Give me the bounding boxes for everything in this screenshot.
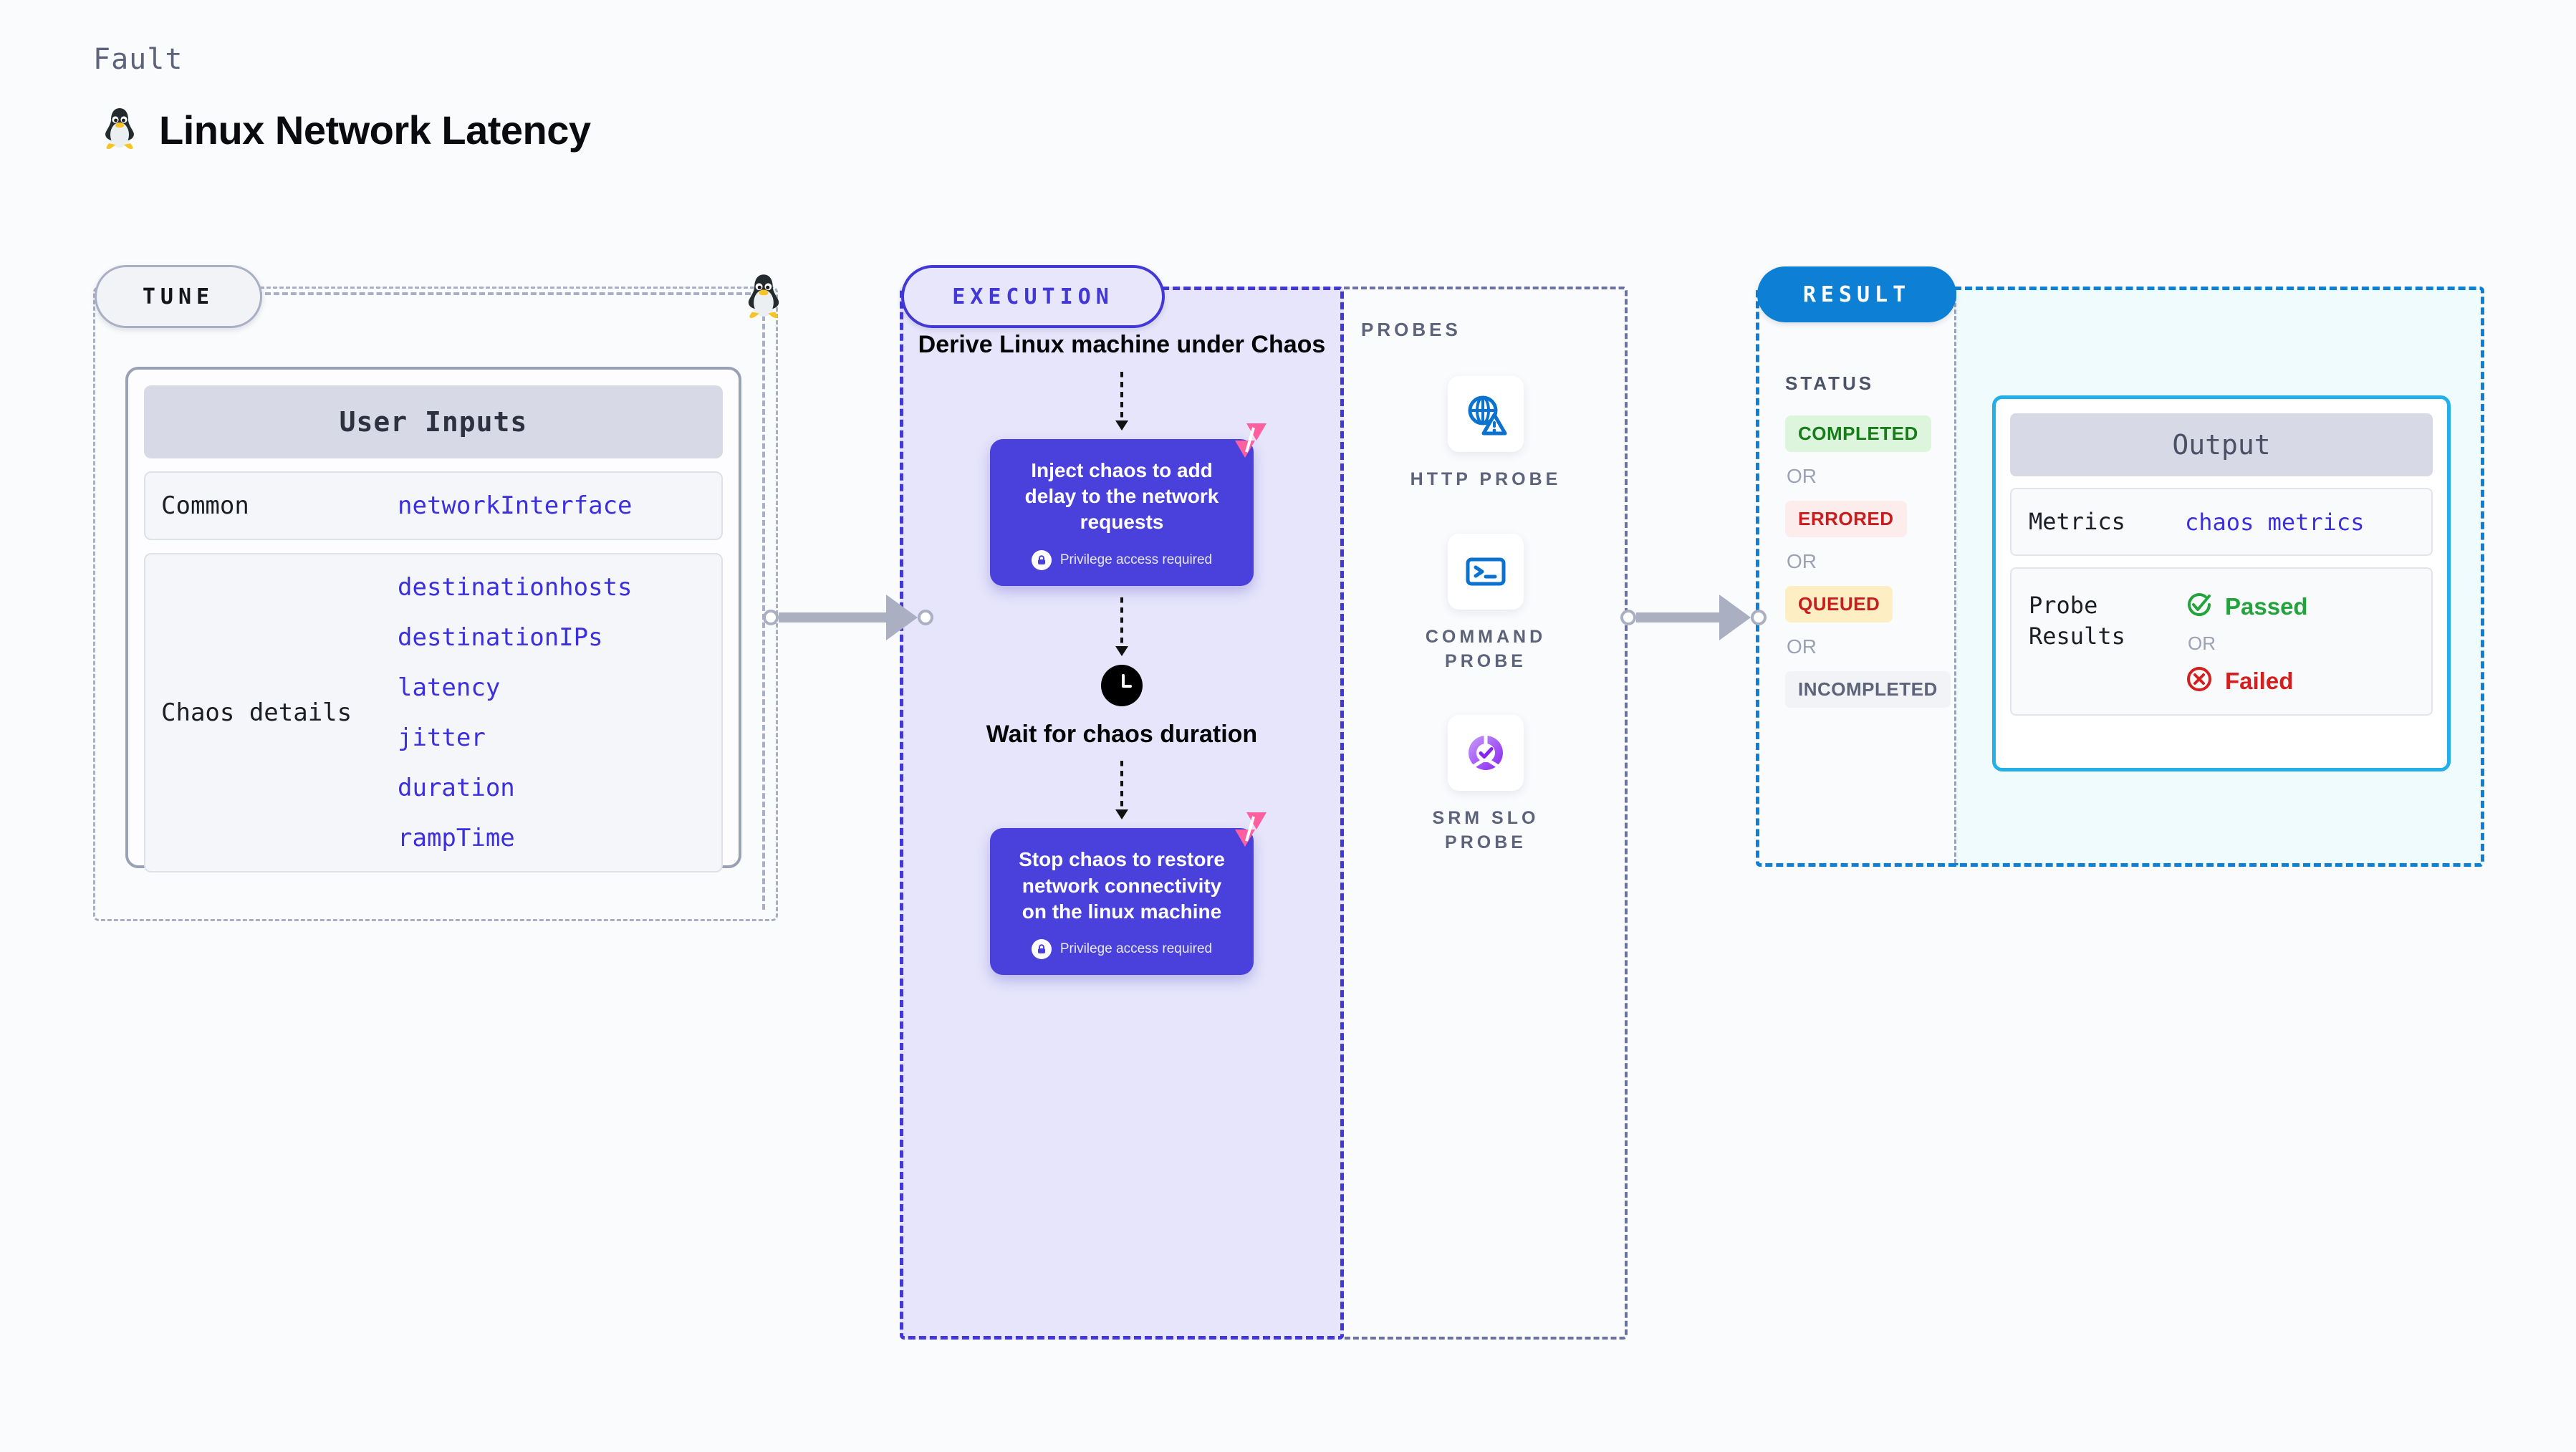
tune-section [93,287,778,921]
flow-arrow-2 [1120,597,1123,653]
connector-bar [1636,612,1721,622]
page-title-row: Linux Network Latency [100,106,591,154]
probe-command[interactable]: COMMAND PROBE [1393,533,1579,674]
connector-arrowhead [1719,595,1751,640]
status-or: OR [1787,550,1817,572]
status-badge-incompleted: INCOMPLETED [1785,671,1951,708]
output-row-value: chaos metrics [2185,508,2365,536]
connector-tune-to-execution [763,595,933,640]
stop-privilege-note: Privilege access required [1007,939,1236,960]
inject-chaos-text: Inject chaos to add delay to the network… [1024,458,1219,534]
probe-srm-slo[interactable]: SRM SLO PROBE [1393,715,1579,855]
status-badge-queued: QUEUED [1785,586,1893,622]
tune-connector-dash [256,292,751,295]
check-circle-icon [2185,590,2214,622]
lock-icon [1031,939,1052,960]
wait-step-title: Wait for chaos duration [986,720,1258,748]
globe-warning-icon [1447,376,1524,452]
stop-chaos-card[interactable]: Stop chaos to restore network connectivi… [990,812,1267,976]
probe-result-values: Passed OR Failed [2185,590,2308,697]
probe-result-failed: Failed [2185,665,2308,697]
probe-result-passed: Passed [2185,590,2308,622]
connector-dot [918,610,933,625]
tune-value: destinationIPs [398,623,603,652]
output-row-metrics: Metrics chaos metrics [2010,488,2433,557]
tune-value: networkInterface [398,491,633,520]
probes-label: PROBES [1361,319,1461,340]
tune-value: jitter [398,723,486,752]
tune-value: latency [398,673,501,702]
connector-dot [763,610,779,625]
inject-privilege-text: Privilege access required [1059,552,1213,567]
execution-badge[interactable]: EXECUTION [901,265,1165,328]
tune-value: rampTime [398,824,515,852]
probe-result-or: OR [2188,633,2216,655]
output-card: Output Metrics chaos metrics Probe Resul… [1992,395,2451,771]
output-row-key: Probe Results [2029,592,2125,650]
tune-value: duration [398,774,515,802]
terminal-icon [1448,533,1524,610]
status-list: COMPLETED OR ERRORED OR QUEUED OR INCOMP… [1785,415,1951,708]
flow-arrow-1 [1120,371,1123,428]
probes-list: HTTP PROBE COMMAND PROBE [1344,376,1628,855]
linux-penguin-icon [100,106,139,154]
status-or: OR [1787,635,1817,658]
connector-arrowhead [886,595,918,640]
connector-bar [779,612,888,622]
inject-chaos-card[interactable]: Inject chaos to add delay to the network… [990,423,1267,586]
status-badge-errored: ERRORED [1785,501,1907,537]
harness-logo-icon [1225,812,1267,847]
x-circle-icon [2185,665,2214,697]
stop-privilege-text: Privilege access required [1059,941,1213,957]
user-inputs-card: User Inputs Common networkInterface Chao… [125,367,741,872]
linux-penguin-icon [741,272,786,327]
derive-step-title: Derive Linux machine under Chaos [918,331,1326,358]
probe-label: COMMAND PROBE [1425,626,1547,671]
tune-value: destinationhosts [398,573,633,602]
output-row-probe-results: Probe Results Passed OR [2010,567,2433,716]
page-eyebrow: Fault [93,43,183,76]
stop-chaos-text: Stop chaos to restore network connectivi… [1019,848,1225,923]
flow-arrow-3 [1120,761,1123,817]
connector-dot [1620,610,1636,625]
output-title: Output [2010,413,2433,476]
tune-badge[interactable]: TUNE [95,265,262,328]
tune-row-chaos-details: Chaos details destinationhosts destinati… [144,553,723,872]
connector-dot [1751,610,1767,625]
clock-icon [1101,664,1143,706]
lock-icon [1031,549,1052,570]
harness-logo-icon [1225,423,1267,458]
status-badge-completed: COMPLETED [1785,415,1931,452]
inject-privilege-note: Privilege access required [1007,549,1236,570]
execution-flow: Derive Linux machine under Chaos Inject … [900,330,1344,976]
tune-row-key: Chaos details [161,698,352,727]
tune-row-common: Common networkInterface [144,471,723,540]
page-title: Linux Network Latency [159,107,591,153]
slo-check-icon [1448,715,1524,792]
probe-http[interactable]: HTTP PROBE [1410,376,1562,492]
tune-row-values: networkInterface [398,491,633,520]
tune-row-key: Common [161,491,249,520]
result-badge[interactable]: RESULT [1757,266,1956,322]
probe-result-failed-label: Failed [2225,667,2294,694]
tune-row-values: destinationhosts destinationIPs latency … [398,573,633,852]
status-label: STATUS [1785,372,1875,394]
probe-label: HTTP PROBE [1410,469,1562,489]
result-divider [1954,290,1956,863]
page-header: Fault Linux Network Latency [93,43,591,154]
connector-probes-to-result [1620,595,1767,640]
status-or: OR [1787,465,1817,487]
probes-section [1344,287,1628,1340]
probe-label: SRM SLO PROBE [1432,808,1539,852]
probe-result-passed-label: Passed [2225,592,2308,620]
user-inputs-title: User Inputs [144,385,723,458]
output-row-key: Metrics [2029,508,2125,535]
